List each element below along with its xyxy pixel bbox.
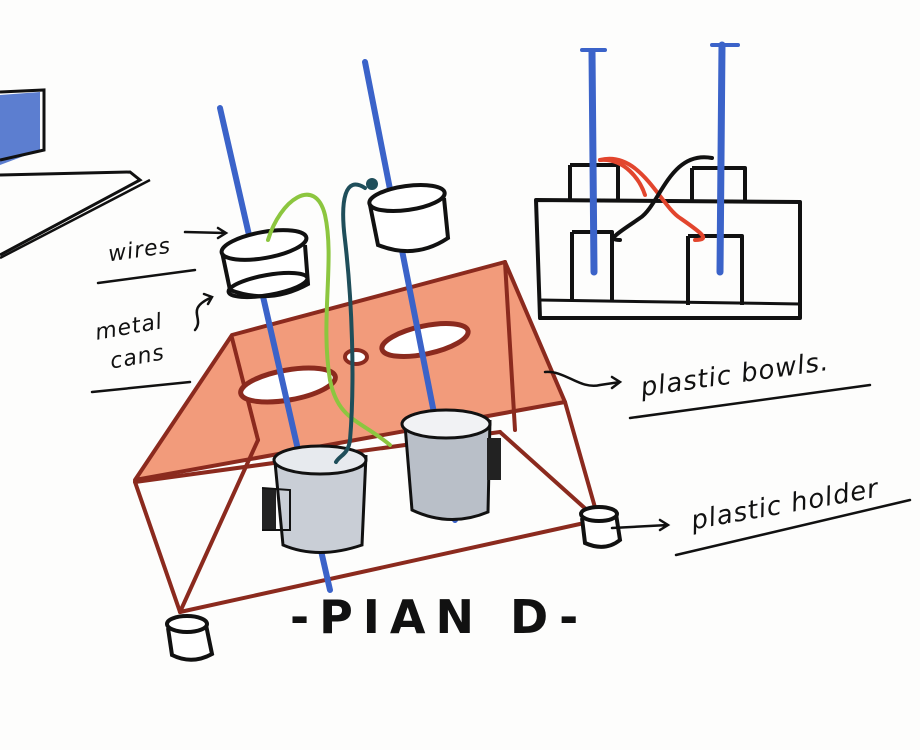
metal-can-left	[261, 444, 368, 554]
annotation-lines	[90, 226, 912, 557]
plastic-holder-feet	[165, 505, 623, 662]
plan-title: -PIAN D-	[290, 590, 589, 644]
partial-sketch-left	[0, 88, 151, 260]
upper-can-right	[367, 182, 451, 254]
right-detail-sketch	[534, 163, 802, 320]
upper-can-left	[219, 228, 311, 300]
metal-can-right	[400, 408, 501, 522]
wires	[266, 178, 392, 464]
right-detail-wires	[598, 155, 714, 242]
right-detail-rods	[580, 41, 740, 276]
